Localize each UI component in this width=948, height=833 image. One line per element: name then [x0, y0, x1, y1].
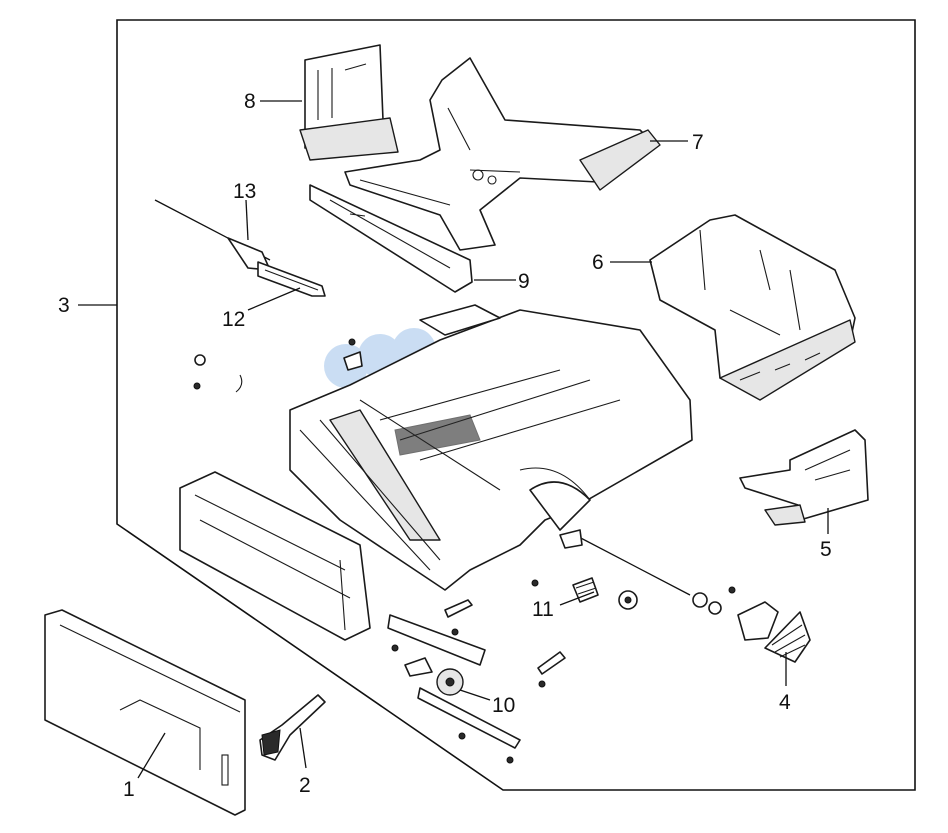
- callout-13: 13: [233, 180, 256, 203]
- lower-plates: [387, 599, 566, 764]
- callout-4: 4: [779, 691, 791, 714]
- front-lower-frame: [179, 471, 371, 641]
- part-1-front-cover: [44, 609, 246, 816]
- gear-cluster: [692, 586, 779, 641]
- callout-8: 8: [244, 90, 256, 113]
- part-11-gear: [531, 577, 638, 610]
- callout-3: 3: [58, 294, 70, 317]
- callout-9: 9: [518, 270, 530, 293]
- callout-11: 11: [532, 598, 554, 621]
- part-2-handle: [259, 694, 326, 761]
- part-6-rear-tray: [649, 214, 856, 401]
- callout-2: 2: [299, 774, 311, 797]
- part-8-side-guide: [299, 44, 399, 161]
- part-12-13-shaft-assembly: [154, 199, 326, 297]
- callout-7: 7: [692, 131, 704, 154]
- callout-5: 5: [820, 538, 832, 561]
- assembly-frame: [116, 19, 916, 791]
- callout-1: 1: [123, 778, 135, 801]
- part-5-side-guide: [739, 429, 869, 526]
- callout-10: 10: [492, 694, 515, 717]
- callout-6: 6: [592, 251, 604, 274]
- leader-lines: [78, 100, 829, 779]
- part-4-fan-gear: [764, 611, 811, 663]
- small-hardware: [193, 338, 363, 393]
- part-9-slider-rail: [309, 184, 473, 293]
- main-cassette-body: [289, 304, 693, 591]
- callout-12: 12: [222, 308, 245, 331]
- drive-shaft: [559, 529, 691, 596]
- part-7-guide-frame: [344, 57, 661, 251]
